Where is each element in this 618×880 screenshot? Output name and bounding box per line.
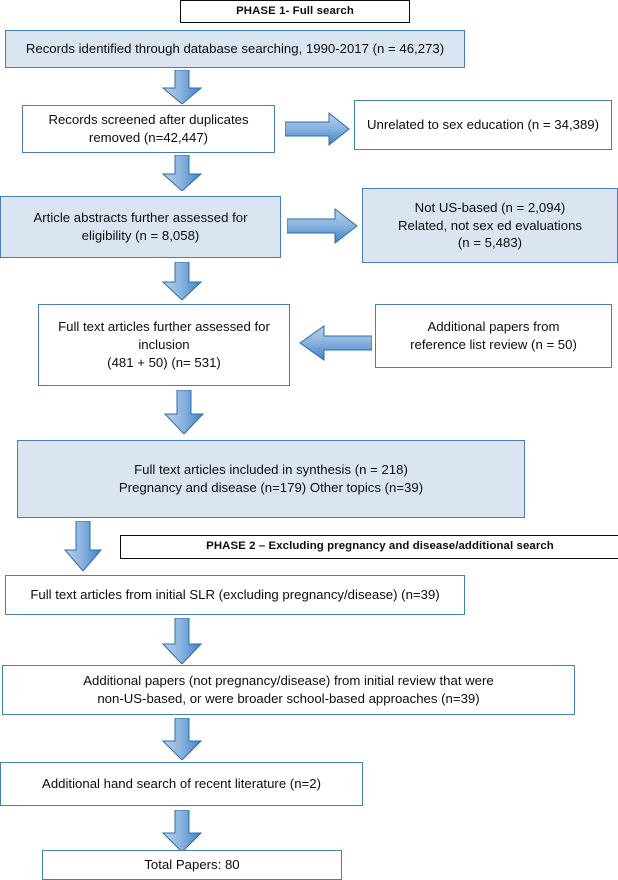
phase-1-banner: PHASE 1- Full search bbox=[180, 0, 410, 23]
node-total-papers: Total Papers: 80 bbox=[42, 850, 342, 880]
down-arrow-screened-to-abstracts bbox=[160, 155, 204, 191]
node-unrelated-sex-education: Unrelated to sex education (n = 34,389) bbox=[354, 100, 612, 150]
node-fulltext-further-assessed: Full text articles further assessed for … bbox=[38, 304, 290, 386]
phase-2-banner: PHASE 2 – Excluding pregnancy and diseas… bbox=[120, 535, 618, 559]
down-arrow-abstracts-to-fulltext bbox=[160, 262, 204, 300]
right-arrow-screened-to-unrelated bbox=[285, 112, 351, 146]
node-additional-hand-search: Additional hand search of recent literat… bbox=[0, 762, 363, 806]
node-not-us-based: Not US-based (n = 2,094) Related, not se… bbox=[362, 188, 618, 263]
node-fulltext-initial-slr: Full text articles from initial SLR (exc… bbox=[5, 575, 465, 615]
down-arrow-handsearch-to-total bbox=[160, 810, 204, 852]
down-arrow-synthesis-to-slr bbox=[63, 521, 103, 571]
down-arrow-identified-to-screened bbox=[160, 70, 204, 104]
down-arrow-additionalpapers-to-handsearch bbox=[160, 718, 204, 760]
node-included-in-synthesis: Full text articles included in synthesis… bbox=[17, 440, 525, 518]
down-arrow-slr-to-additionalpapers bbox=[160, 618, 204, 664]
down-arrow-fulltext-to-synthesis bbox=[162, 390, 206, 434]
node-additional-papers-reference: Additional papers from reference list re… bbox=[375, 304, 612, 368]
left-arrow-reference-to-fulltext bbox=[298, 324, 372, 362]
node-additional-papers-broader: Additional papers (not pregnancy/disease… bbox=[2, 665, 575, 715]
node-records-screened: Records screened after duplicates remove… bbox=[22, 105, 275, 153]
node-article-abstracts-assessed: Article abstracts further assessed for e… bbox=[0, 196, 281, 258]
right-arrow-abstracts-to-notusbased bbox=[287, 208, 359, 244]
node-records-identified: Records identified through database sear… bbox=[5, 30, 465, 68]
